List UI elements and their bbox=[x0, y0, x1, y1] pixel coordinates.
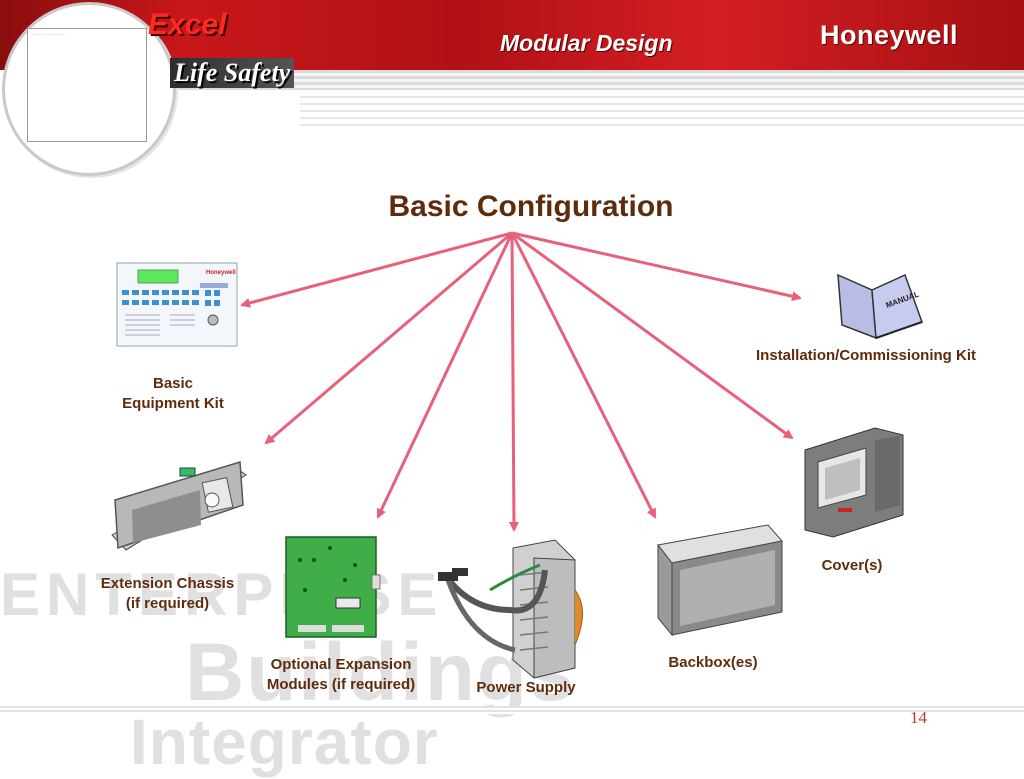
arrow-manual bbox=[511, 231, 802, 302]
arrow-expansion bbox=[376, 232, 514, 519]
label-cover: Cover(s) bbox=[821, 557, 883, 574]
arrow-basic-kit bbox=[240, 231, 513, 308]
page-number: 14 bbox=[910, 708, 927, 727]
extension-chassis-image bbox=[111, 461, 247, 551]
label-extension-line1: Extension Chassis bbox=[100, 575, 235, 592]
label-extension-line2: (if required) bbox=[125, 595, 210, 612]
arrow-extension bbox=[264, 231, 513, 445]
manual-book-image: MANUAL bbox=[837, 273, 923, 340]
cover-image bbox=[804, 427, 904, 538]
control-panel-image: Honeywell bbox=[116, 262, 238, 347]
watermark-integrator: Integrator bbox=[130, 706, 439, 778]
footer-stripe bbox=[0, 706, 1024, 714]
brand-logo: Honeywell bbox=[820, 20, 959, 50]
section-title: Modular Design bbox=[500, 30, 673, 56]
label-basic-kit-line1: Basic bbox=[152, 375, 194, 392]
arrow-power bbox=[508, 232, 519, 532]
arrow-backbox bbox=[510, 232, 657, 519]
label-power: Power Supply bbox=[476, 679, 576, 696]
label-expansion-line1: Optional Expansion bbox=[270, 656, 412, 673]
logo-life-safety: Life Safety bbox=[170, 58, 295, 88]
power-supply-image bbox=[438, 539, 583, 679]
label-basic-kit-line2: Equipment Kit bbox=[122, 395, 224, 412]
label-basic-kit: Basic Equipment Kit bbox=[88, 374, 258, 414]
logo-excel: Excel bbox=[148, 8, 227, 41]
backbox-image bbox=[657, 524, 783, 637]
label-expansion: Optional Expansion Modules (if required) bbox=[250, 655, 432, 695]
header-stripe-lower bbox=[300, 96, 1024, 126]
label-manual: Installation/Commissioning Kit bbox=[755, 347, 976, 364]
label-expansion-line2: Modules (if required) bbox=[266, 676, 416, 693]
header-stripe bbox=[150, 70, 1024, 90]
label-extension: Extension Chassis (if required) bbox=[80, 574, 255, 614]
expansion-module-image bbox=[285, 536, 381, 638]
panel-brand-label: Honeywell bbox=[206, 270, 236, 276]
placeholder-image: ▫ ···· ······ ··· ········ bbox=[27, 28, 147, 142]
watermark-buildings: Buildings bbox=[185, 627, 577, 718]
arrow-cover bbox=[511, 231, 794, 440]
slide-title: Basic Configuration bbox=[388, 190, 674, 223]
label-backbox: Backbox(es) bbox=[668, 654, 758, 671]
